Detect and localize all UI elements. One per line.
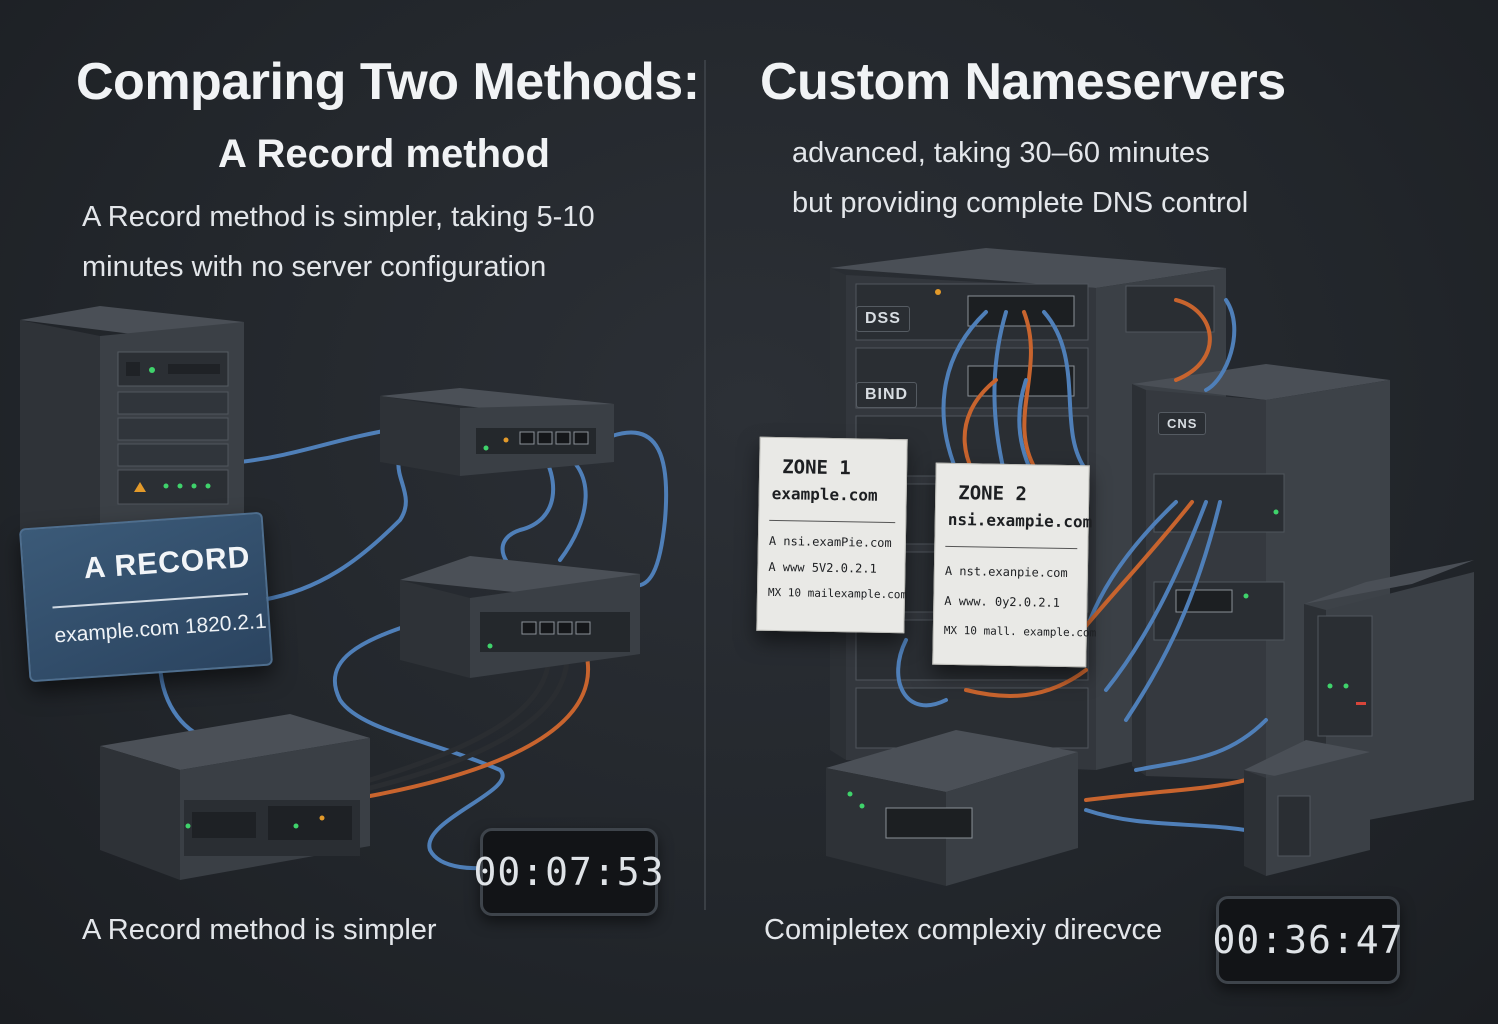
cable bbox=[896, 638, 948, 708]
zone-domain: example.com bbox=[771, 483, 878, 505]
network-switch bbox=[100, 714, 370, 880]
cable bbox=[1022, 310, 1038, 472]
zone-record: A www. 0y2.0.2.1 bbox=[944, 593, 1061, 610]
zone-divider bbox=[769, 519, 896, 524]
cable bbox=[941, 310, 988, 472]
zone-domain: nsi.exampie.com bbox=[947, 509, 1093, 532]
zone-title: ZONE 1 bbox=[781, 456, 851, 480]
rack-label-bind: BIND bbox=[856, 382, 918, 408]
cable bbox=[610, 430, 669, 588]
panel-divider bbox=[704, 60, 706, 910]
description-line: A Record method is simpler, taking 5-10 bbox=[82, 201, 595, 233]
custom-nameservers-caption: Comipletex complexiy direcvce bbox=[764, 914, 1163, 946]
description-line: but providing complete DNS control bbox=[792, 187, 1249, 219]
zone-divider bbox=[945, 545, 1078, 550]
cable bbox=[1124, 500, 1222, 722]
zone-1-card: ZONE 1 example.com A nsi.examPie.com A w… bbox=[756, 436, 908, 634]
server-box bbox=[1244, 740, 1370, 876]
zone-2-card: ZONE 2 nsi.exampie.com A nst.exanpie.com… bbox=[932, 462, 1096, 668]
rack-label-dss: DSS bbox=[856, 306, 910, 332]
custom-nameservers-timer: 00:36:47 bbox=[1212, 896, 1403, 984]
server-tower bbox=[20, 306, 244, 560]
a-record-card-divider bbox=[52, 592, 249, 609]
description-line: minutes with no server configuration bbox=[82, 251, 547, 283]
cable bbox=[332, 618, 505, 871]
cable bbox=[1174, 298, 1212, 382]
rack-label-cns: CNS bbox=[1158, 412, 1207, 435]
network-switch bbox=[380, 388, 614, 476]
custom-nameservers-description: advanced, taking 30–60 minutes but provi… bbox=[792, 128, 1352, 228]
zone-record: MX 10 mailexample.com bbox=[767, 585, 908, 602]
zone-record: A www 5V2.0.2.1 bbox=[768, 559, 877, 576]
a-record-card-value: example.com 1820.2.1 bbox=[53, 609, 268, 648]
a-record-description: A Record method is simpler, taking 5-10 … bbox=[82, 192, 662, 292]
network-switch bbox=[826, 730, 1078, 886]
a-record-heading: A Record method bbox=[218, 132, 550, 176]
custom-nameservers-heading: Custom Nameservers bbox=[760, 53, 1286, 111]
cable bbox=[1088, 500, 1178, 622]
cable bbox=[238, 426, 402, 464]
a-record-network-illustration bbox=[20, 306, 669, 880]
cable bbox=[1104, 500, 1208, 692]
zone-record: A nsi.examPie.com bbox=[768, 533, 892, 551]
cable bbox=[1042, 310, 1088, 472]
zone-title: ZONE 2 bbox=[958, 482, 1028, 506]
a-record-timer: 00:07:53 bbox=[473, 828, 664, 916]
description-line: advanced, taking 30–60 minutes bbox=[792, 137, 1210, 169]
zone-record: MX 10 mall. example.com bbox=[943, 623, 1097, 640]
a-record-card: A RECORD example.com 1820.2.1 bbox=[18, 511, 274, 683]
network-switch bbox=[400, 556, 640, 678]
custom-nameservers-panel: DSS BIND CNS ZONE 1 example.com A nsi.ex… bbox=[706, 0, 1498, 1024]
a-record-panel: Comparing Two Methods: A Record method A… bbox=[0, 0, 704, 1024]
cable bbox=[964, 668, 1088, 698]
cable bbox=[1204, 298, 1237, 392]
cable bbox=[1084, 778, 1248, 802]
a-record-caption: A Record method is simpler bbox=[82, 914, 437, 946]
cable bbox=[260, 438, 412, 602]
cable bbox=[1134, 718, 1268, 772]
cable bbox=[1084, 808, 1268, 836]
a-record-card-title: A RECORD bbox=[82, 540, 252, 586]
zone-record: A nst.exanpie.com bbox=[944, 563, 1068, 580]
page-title: Comparing Two Methods: bbox=[76, 53, 700, 111]
